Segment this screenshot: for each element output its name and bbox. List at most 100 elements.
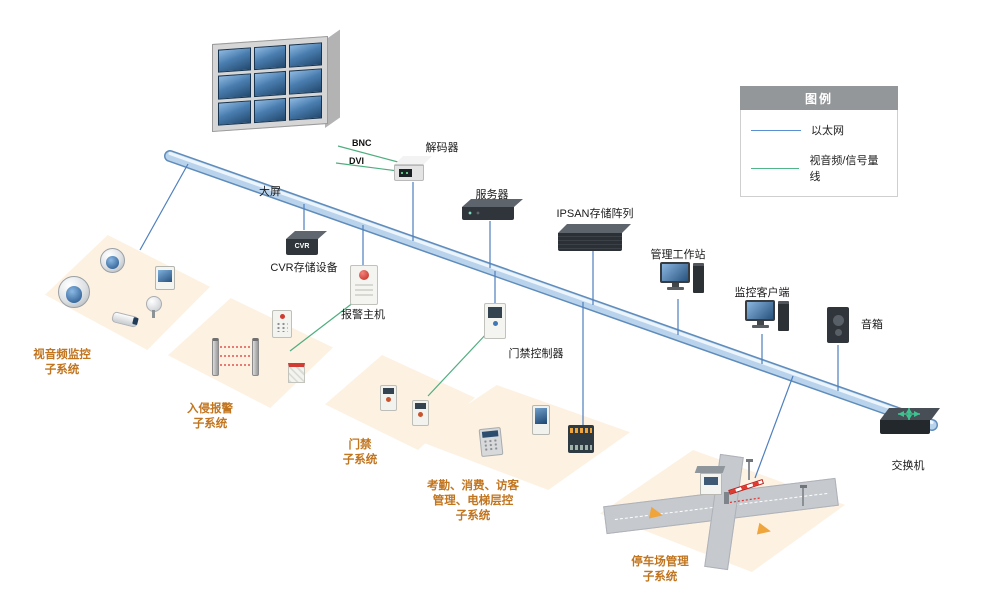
legend-label-signal: 视音频/信号量线 [809, 155, 879, 183]
alarm-bell-icon [359, 270, 369, 280]
legend-body: 以太网 视音频/信号量线 [740, 110, 898, 197]
dvi-cable [335, 162, 399, 172]
ipsan-label: IPSAN存储阵列 [556, 208, 634, 220]
alarm-host-label: 报警主机 [341, 309, 385, 321]
pole-head [800, 485, 807, 488]
switch-arrows-icon [898, 408, 920, 420]
video-wall-screen [253, 97, 287, 124]
keypad-led [279, 314, 285, 319]
camera-lens [65, 286, 83, 303]
legend: 图例 以太网 视音频/信号量线 [740, 86, 898, 197]
access-controller-led [492, 321, 498, 326]
client-base [751, 325, 769, 328]
barrier-pillar [724, 492, 729, 504]
terminal-screen [481, 430, 499, 438]
dome-camera-large-icon [58, 276, 90, 308]
legend-label-ethernet: 以太网 [811, 125, 844, 137]
dome-camera-small-icon [100, 248, 125, 273]
din-controller-icon [568, 425, 594, 453]
access-controller-label: 门禁控制器 [508, 348, 564, 360]
cvr-label: CVR存储设备 [270, 262, 338, 274]
keypad-panel-icon [272, 310, 292, 338]
dvi-label: DVI [349, 156, 365, 166]
bnc-label: BNC [352, 138, 372, 148]
ipsan-storage-icon [558, 224, 631, 251]
ptz-camera-icon [146, 296, 162, 318]
din-terminals-top [570, 428, 592, 433]
client-screen [747, 302, 773, 319]
ipsan-front [558, 233, 622, 251]
video-wall-screen [253, 44, 287, 71]
switch-icon [880, 408, 940, 434]
pole-head [746, 459, 753, 462]
server-label: 服务器 [475, 189, 509, 201]
pos-terminal-icon [478, 426, 504, 458]
ir-post-right-icon [252, 338, 259, 376]
reader-button [418, 412, 423, 417]
bnc-cable [337, 145, 399, 163]
decoder-display [399, 169, 412, 177]
card-reader-icon [380, 385, 397, 411]
booth-roof [694, 466, 726, 473]
video-wall-screen [289, 68, 322, 95]
speaker-woofer [832, 314, 844, 326]
ethernet-drop-camera-subsystem [139, 163, 189, 251]
ipsan-top [558, 224, 631, 233]
camera-stand [152, 310, 155, 318]
video-wall-screen [289, 42, 322, 68]
decoder-front [394, 165, 424, 181]
lane-arrow-icon [648, 506, 665, 522]
video-subsystem-label: 视音频监控 子系统 [33, 349, 91, 376]
speaker-icon [827, 307, 849, 343]
workstation-tower [693, 263, 704, 293]
keypad-keys [276, 322, 288, 332]
decoder-icon [394, 156, 432, 181]
cvr-front: CVR [286, 239, 318, 255]
intrusion-subsystem-label: 入侵报警 子系统 [187, 403, 233, 430]
reader-button [386, 397, 391, 402]
video-wall-screen [253, 71, 287, 97]
video-wall-screen [218, 47, 251, 73]
access-controller-icon [484, 303, 506, 339]
switch-label: 交换机 [891, 460, 925, 472]
workstation-screen [662, 264, 688, 281]
camera-lens [106, 255, 119, 269]
speaker-label: 音箱 [861, 319, 883, 331]
card-reader-icon [412, 400, 429, 426]
alarm-host-icon [350, 265, 378, 305]
decoder-label: 解码器 [425, 142, 459, 154]
workstation-base [666, 287, 684, 290]
client-tower [778, 301, 789, 331]
workstation-label: 管理工作站 [650, 249, 706, 261]
terminal-keys [482, 438, 500, 452]
cvr-top [286, 231, 327, 239]
workstation-monitor [660, 262, 690, 283]
legend-item-ethernet: 以太网 [751, 122, 887, 138]
video-wall-screen [289, 95, 322, 121]
din-terminals-bottom [570, 445, 592, 450]
ethernet-drop-parking-subsystem [754, 375, 794, 479]
decoder-top [394, 156, 432, 165]
toll-booth-icon [700, 473, 722, 495]
access-controller-screen [488, 307, 502, 318]
server-front [462, 207, 514, 220]
client-icon [745, 300, 789, 331]
video-wall-face [212, 35, 328, 133]
video-wall-label: 大屏 [259, 186, 281, 198]
camera-screen [158, 270, 172, 282]
attendance-subsystem-label: 考勤、消费、访客 管理、电梯层控 子系统 [427, 480, 519, 522]
legend-item-signal: 视音频/信号量线 [751, 152, 887, 184]
reader-screen [383, 388, 394, 394]
ethernet-line-swatch [751, 129, 801, 131]
client-label: 监控客户端 [734, 287, 790, 299]
speaker-tweeter [834, 328, 842, 336]
reader-screen [415, 403, 426, 409]
intrusion-subsystem-backdrop [168, 298, 333, 408]
light-pole-icon [800, 485, 807, 506]
video-wall-screen [218, 73, 251, 100]
switch-front [880, 420, 930, 434]
box-camera-icon [155, 266, 175, 290]
legend-title: 图例 [740, 86, 898, 110]
lane-arrow-icon [756, 522, 773, 538]
